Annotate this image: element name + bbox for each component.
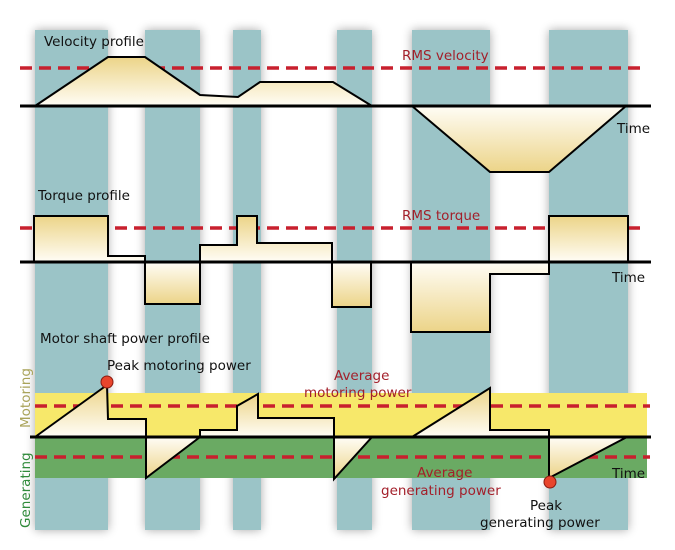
torque-segment — [410, 261, 550, 333]
power-segment — [199, 392, 335, 438]
average-generating-label-line2: generating power — [381, 483, 501, 499]
average-generating-label-line1: Average — [417, 465, 472, 481]
velocity-profile: Velocity profile RMS velocity Time — [20, 34, 651, 173]
peak-motoring-marker — [100, 375, 114, 389]
average-motoring-label-line1: Average — [334, 368, 389, 384]
peak-generating-label-line2: generating power — [480, 515, 600, 531]
torque-segment — [331, 261, 372, 308]
motoring-band-label: Motoring — [18, 368, 34, 428]
velocity-time-label: Time — [616, 121, 650, 137]
peak-generating-label-line1: Peak — [530, 498, 562, 514]
torque-title: Torque profile — [37, 188, 130, 204]
velocity-title: Velocity profile — [44, 34, 144, 50]
torque-profile: Torque profile RMS torque Time — [20, 188, 651, 333]
rms-torque-label: RMS torque — [402, 208, 480, 224]
velocity-curve-positive — [31, 56, 376, 107]
peak-motoring-label: Peak motoring power — [107, 358, 251, 374]
average-motoring-label-line2: motoring power — [304, 385, 412, 401]
peak-generating-marker — [543, 475, 557, 489]
power-profile: Motor shaft power profile Peak motoring … — [18, 331, 651, 531]
power-time-label: Time — [611, 466, 645, 482]
rms-velocity-label: RMS velocity — [402, 48, 489, 64]
torque-time-label: Time — [611, 270, 645, 286]
power-title: Motor shaft power profile — [40, 331, 210, 347]
torque-segment — [199, 215, 333, 263]
torque-segment — [144, 261, 201, 305]
generating-band-label: Generating — [18, 452, 34, 528]
torque-segment — [33, 215, 146, 263]
torque-segment — [548, 215, 629, 263]
